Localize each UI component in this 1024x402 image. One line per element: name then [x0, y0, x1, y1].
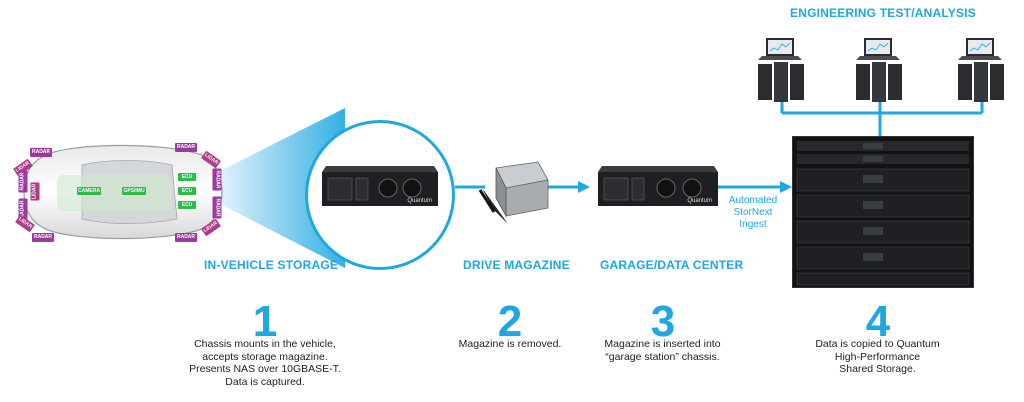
step-description: Magazine is removed.	[440, 338, 580, 351]
vehicle-illustration: RADAR LIDAR RADAR LIDAR RADAR LIDAR RADA…	[12, 135, 227, 250]
description-line: Magazine is inserted into	[604, 338, 721, 350]
step-number: 1	[252, 297, 278, 346]
section-title: DRIVE MAGAZINE	[463, 258, 570, 272]
workstation	[952, 38, 1012, 104]
description-line: “garage station” chassis.	[605, 350, 720, 363]
description-line: accepts storage magazine.	[202, 350, 328, 363]
arrow-head	[578, 181, 590, 193]
section-title: IN-VEHICLE STORAGE	[204, 258, 339, 272]
step-number: 2	[497, 297, 523, 346]
ecu-tag: ECU	[178, 187, 196, 195]
description-line: Data is captured.	[225, 375, 305, 388]
step-description: Magazine is inserted into “garage statio…	[590, 338, 735, 363]
in-vehicle-server: Quantum	[322, 166, 438, 206]
ingest-line: Automated	[728, 195, 778, 206]
camera-tag: CAMERA	[77, 187, 101, 195]
description-line: High-Performance	[834, 350, 921, 363]
step-description: Data is copied to Quantum High-Performan…	[800, 338, 955, 376]
ecu-tag: ECU	[178, 201, 196, 209]
drive-magazine	[478, 158, 550, 228]
brand-label: Quantum	[687, 198, 712, 204]
description-line: Chassis mounts in the vehicle,	[194, 338, 336, 350]
engineering-title: ENGINEERING TEST/ANALYSIS	[790, 6, 976, 20]
radar-tag: RADAR	[30, 148, 52, 157]
shared-storage-rack	[792, 136, 974, 288]
gps-imu-tag: GPS/IMU	[122, 187, 146, 195]
step-number: 4	[865, 297, 891, 346]
radar-tag: RADAR	[32, 233, 54, 242]
radar-tag: RADAR	[175, 143, 197, 152]
workstation	[752, 38, 812, 104]
ingest-line: StorNext	[733, 207, 773, 218]
ingest-line: Ingest	[739, 219, 767, 230]
step-description: Chassis mounts in the vehicle, accepts s…	[180, 338, 350, 388]
description-line: Data is copied to Quantum	[815, 338, 940, 350]
garage-server: Quantum	[598, 166, 718, 206]
ecu-tag: ECU	[178, 173, 196, 181]
step-number: 3	[650, 297, 676, 346]
arrow-head	[780, 181, 792, 193]
workstation	[850, 38, 910, 104]
description-line: Magazine is removed.	[458, 338, 562, 350]
ingest-label: Automated StorNext Ingest	[720, 195, 786, 231]
radar-tag: RADAR	[175, 233, 197, 242]
description-line: Presents NAS over 10GBASE-T.	[189, 363, 341, 375]
section-title: GARAGE/DATA CENTER	[600, 258, 744, 272]
brand-label: Quantum	[407, 198, 432, 204]
description-line: Shared Storage.	[839, 363, 916, 375]
